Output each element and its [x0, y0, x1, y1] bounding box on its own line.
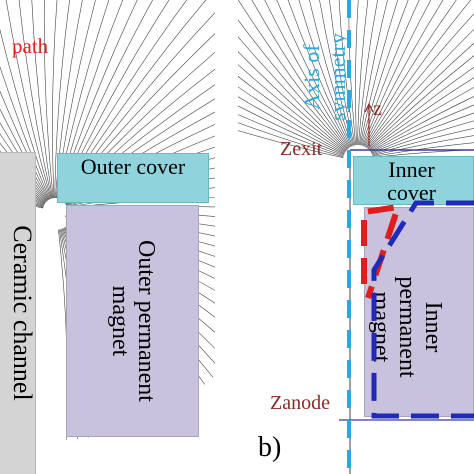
- field-line: [31, 0, 53, 199]
- inner-cover: Inner cover: [353, 156, 474, 205]
- field-line: [0, 66, 50, 200]
- field-line: [43, 0, 54, 199]
- path-label: path: [12, 34, 49, 58]
- field-line: [366, 28, 474, 148]
- field-line: [370, 96, 474, 152]
- field-line: [52, 0, 58, 199]
- field-line: [54, 0, 70, 199]
- field-line: [264, 0, 350, 149]
- field-line: [372, 142, 474, 157]
- field-line: [238, 96, 345, 155]
- field-line: [298, 0, 352, 147]
- field-line: [361, 0, 420, 146]
- field-line: [238, 51, 347, 152]
- field-line: [368, 66, 474, 150]
- field-line: [359, 0, 388, 146]
- field-line: [367, 42, 474, 149]
- field-line: [370, 104, 474, 153]
- field-line: [238, 19, 348, 150]
- zanode-label: Zanode: [270, 392, 330, 414]
- outer-magnet-label: Outer permanent magnet: [107, 240, 159, 402]
- field-line: [238, 0, 348, 150]
- field-line: [251, 0, 349, 149]
- field-line: [371, 112, 474, 154]
- panel-a: path Ceramic channel Outer cover Outer p…: [0, 0, 215, 474]
- blue-dashed-outline: [371, 200, 474, 419]
- field-line: [0, 28, 51, 200]
- field-line: [238, 36, 347, 151]
- field-line: [364, 0, 472, 148]
- field-line: [238, 86, 345, 154]
- field-line: [276, 0, 351, 148]
- inner-cover-label: Inner cover: [387, 157, 436, 205]
- field-line: [359, 0, 399, 146]
- axis-of-symmetry-line: [347, 0, 374, 474]
- outer-cover-label: Outer cover: [80, 154, 186, 179]
- field-line: [238, 105, 344, 156]
- field-line: [5, 0, 52, 199]
- field-line: [363, 0, 444, 147]
- field-line: [357, 0, 369, 146]
- zexit-label: Zexit: [280, 138, 323, 160]
- field-line: [369, 77, 474, 151]
- field-line: [238, 64, 346, 153]
- field-line: [365, 13, 474, 148]
- field-line: [372, 127, 474, 156]
- field-line: [287, 0, 351, 148]
- panel-b: Inner cover Inner permanent magnet Axis …: [238, 0, 474, 474]
- ceramic-channel-label: Ceramic channel: [8, 225, 37, 401]
- field-line: [238, 75, 346, 153]
- field-line: [309, 0, 353, 147]
- field-line: [338, 0, 356, 146]
- field-line: [238, 114, 344, 157]
- ceramic-channel: [0, 152, 36, 474]
- field-line: [238, 122, 344, 158]
- field-line: [319, 0, 354, 146]
- outer-cover: Outer cover: [57, 153, 209, 203]
- panel-divider: [215, 0, 238, 474]
- z-axis-label: z: [373, 98, 382, 120]
- outer-permanent-magnet: [66, 205, 199, 437]
- axis-of-symmetry-label: Axis of symmetry: [299, 33, 350, 121]
- field-line: [358, 0, 378, 146]
- field-line: [372, 149, 474, 158]
- field-line: [369, 86, 474, 152]
- field-line: [367, 55, 474, 150]
- red-dashed-outline: [361, 203, 403, 299]
- field-line: [362, 0, 432, 146]
- field-line: [371, 120, 474, 155]
- field-line: [360, 0, 409, 146]
- field-line: [355, 0, 359, 146]
- field-line: [238, 130, 344, 158]
- dashed-outlines: [361, 200, 474, 419]
- panel-b-tag: b): [258, 432, 282, 463]
- field-line: [18, 0, 52, 199]
- field-line: [364, 0, 457, 147]
